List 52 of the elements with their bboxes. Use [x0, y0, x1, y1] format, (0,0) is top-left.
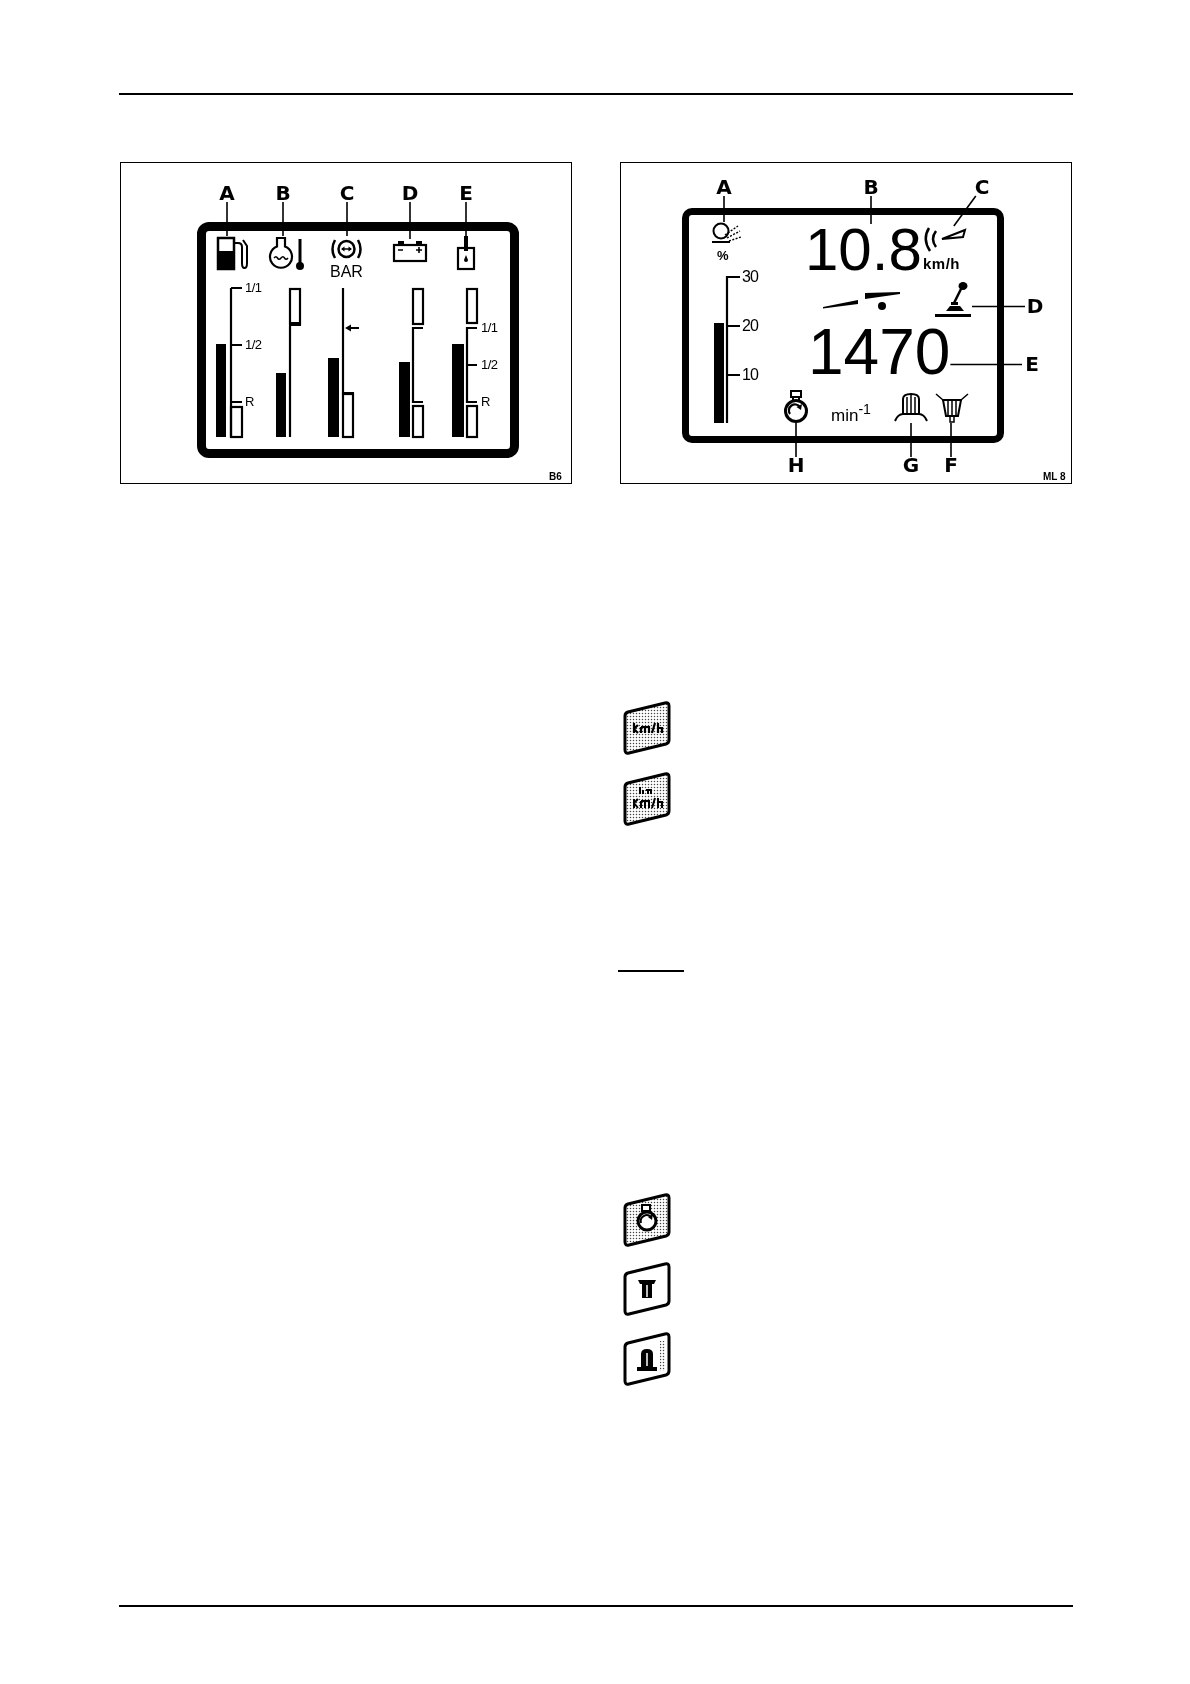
fuel-pump-icon	[216, 236, 248, 271]
ribbed-cylinder-icon	[894, 392, 928, 423]
callout-letter: B	[273, 185, 293, 202]
leader-line	[409, 201, 411, 240]
leader-line	[723, 195, 725, 223]
callout-letter: E	[456, 185, 476, 202]
leader-line	[870, 195, 872, 225]
scale-label: 1/2	[245, 338, 262, 352]
fluid-container-icon	[456, 236, 476, 271]
unit-label: %	[717, 249, 729, 262]
leader-line	[282, 201, 284, 237]
wheel-slip-icon	[711, 222, 742, 246]
digital-readout: 1470	[808, 325, 951, 380]
scale-label: R	[481, 395, 490, 409]
callout-letter: A	[714, 179, 734, 196]
callout-letter: C	[337, 185, 357, 202]
callout-letter: C	[972, 179, 992, 196]
leader-line	[346, 201, 348, 237]
callout-letter: F	[941, 457, 961, 474]
leader-line	[971, 305, 1026, 308]
battery-icon	[392, 239, 428, 263]
scale-label: 10	[742, 367, 758, 383]
callout-letter: A	[217, 185, 237, 202]
callout-letter: G	[901, 457, 921, 474]
figure-code: B6	[549, 471, 562, 482]
figure-code: ML 8	[1043, 471, 1066, 482]
unit-label: min$^{-1}$	[831, 400, 871, 425]
scale-label: 1/1	[481, 321, 498, 335]
callout-letter: D	[400, 185, 420, 202]
leader-line	[949, 363, 1023, 366]
leader-line	[910, 422, 912, 458]
leader-line	[795, 422, 797, 458]
callout-letter: E	[1022, 356, 1042, 373]
callout-letter: B	[861, 179, 881, 196]
leader-line	[226, 201, 228, 237]
coolant-temperature-icon	[267, 236, 305, 271]
digital-readout: 10.8	[805, 224, 922, 275]
lever-position-icon	[822, 281, 972, 318]
scale-label: 20	[742, 318, 758, 334]
callout-letter: D	[1025, 298, 1045, 315]
unit-label: km/h	[923, 256, 960, 272]
scale-label: 1/1	[245, 281, 262, 295]
leader-line	[953, 195, 977, 227]
scale-label: 1/2	[481, 358, 498, 372]
scale-label: 30	[742, 269, 758, 285]
unit-label: BAR	[330, 264, 363, 280]
ribbed-cylinder-icon	[935, 392, 969, 423]
scale-label: R	[245, 395, 254, 409]
leader-line	[465, 201, 467, 237]
leader-line	[950, 422, 952, 458]
callout-letter: H	[786, 457, 806, 474]
radar-icon	[921, 226, 967, 253]
